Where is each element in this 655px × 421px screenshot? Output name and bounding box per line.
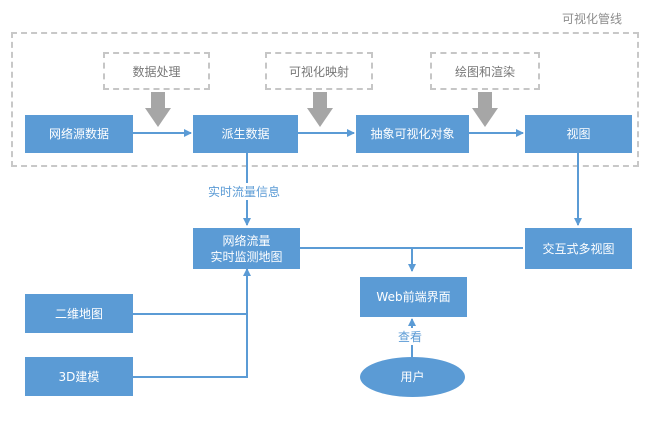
edge-map-to-web: [300, 247, 416, 272]
step-arrow-data-processing: [145, 92, 171, 127]
node-view: 视图: [525, 115, 632, 153]
node-derived-data: 派生数据: [193, 115, 298, 153]
step-data-processing: 数据处理: [103, 52, 210, 90]
pipeline-title: 可视化管线: [562, 12, 623, 26]
node-monitoring-map: 网络流量 实时监测地图: [193, 228, 300, 269]
step-visual-mapping: 可视化映射: [265, 52, 373, 90]
step-rendering: 绘图和渲染: [430, 52, 540, 90]
node-user: 用户: [360, 357, 465, 397]
edge-label-realtime-traffic: 实时流量信息: [208, 183, 281, 200]
node-network-source-data: 网络源数据: [25, 115, 133, 153]
monitoring-map-line1: 网络流量: [222, 233, 271, 248]
monitoring-map-line2: 实时监测地图: [210, 249, 283, 264]
edge-3dmodel-to-map: [133, 314, 248, 378]
step-arrow-visual-mapping: [307, 92, 333, 127]
step-arrow-rendering: [472, 92, 498, 127]
pipeline-frame: [11, 32, 639, 167]
node-web-frontend: Web前端界面: [360, 277, 467, 317]
edge-2dmap-to-map: [133, 268, 251, 315]
node-3d-model: 3D建模: [25, 357, 133, 396]
node-abstract-visual-object: 抽象可视化对象: [356, 115, 469, 153]
node-interactive-multiview: 交互式多视图: [525, 228, 632, 269]
edge-label-view: 查看: [398, 328, 423, 345]
node-2d-map: 二维地图: [25, 294, 133, 333]
